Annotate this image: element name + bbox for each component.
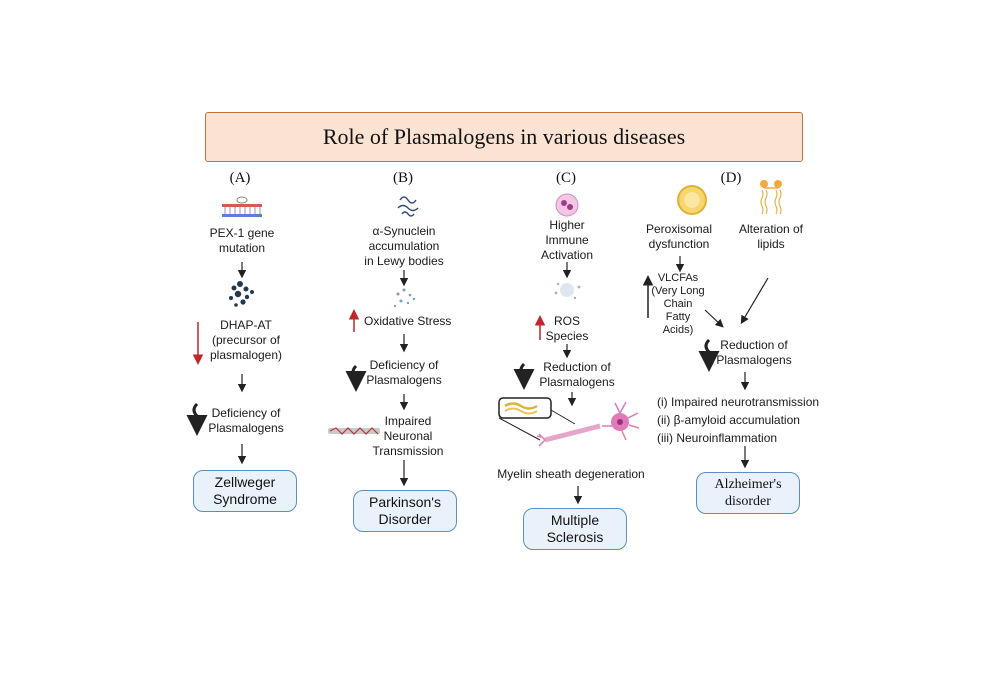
protein-aggregate-icon: [397, 196, 419, 217]
decrease-arrow-d: [698, 338, 720, 372]
c-step4: Myelin sheath degeneration: [497, 467, 645, 481]
decrease-arrow-b: [345, 364, 367, 392]
lipid-icon: [760, 180, 782, 215]
neuron-icon: [498, 397, 640, 447]
page-title: Role of Plasmalogens in various diseases: [322, 124, 686, 149]
neuron-fiber-icon: [328, 427, 380, 435]
enzyme-particles-icon: [229, 281, 254, 307]
ros-cloud-icon: [554, 282, 581, 300]
panel-c-arrows: [562, 262, 583, 505]
panel-label-c: (C): [556, 170, 576, 186]
ros-particles-icon: [393, 288, 416, 308]
peroxisome-icon: [677, 185, 707, 215]
lipid-bilayer-icon: [222, 196, 262, 217]
b-step2: Oxidative Stress: [364, 314, 452, 328]
panel-label-d: (D): [720, 170, 742, 186]
d-effects: (i) Impaired neurotransmission(ii) β-amy…: [657, 395, 820, 445]
immune-cell-icon: [555, 193, 579, 217]
panel-label-a: (A): [229, 170, 251, 186]
decrease-arrow-a2: [186, 402, 208, 436]
decrease-arrow-c: [513, 362, 535, 390]
panel-d-arrows: [675, 256, 769, 469]
title-banner: Role of Plasmalogens in various diseases: [205, 112, 803, 162]
panel-label-b: (B): [393, 170, 413, 186]
